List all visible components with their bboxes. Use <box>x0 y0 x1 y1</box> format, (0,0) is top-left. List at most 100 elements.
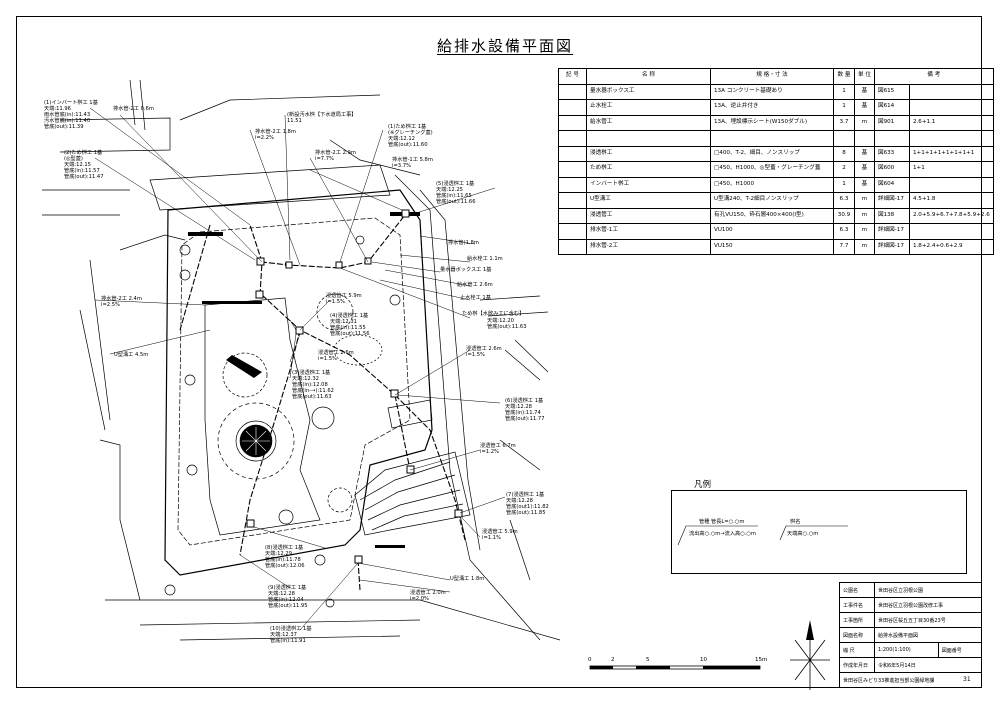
spec-cell-name: 排水管-1工 <box>586 223 711 240</box>
label-line: 管底(out):11.39 <box>44 124 84 131</box>
spec-cell-note: 2.0+5.9+6.7+7.8+5.9+2.6 <box>908 207 994 224</box>
label-line: 浸透管工 2.6m <box>466 346 502 352</box>
tb-key-site: 工事箇所 <box>839 612 875 628</box>
spec-cell-unit: 基 <box>854 145 875 162</box>
spec-cell-ref: 図614 <box>873 99 910 116</box>
label-line: i=1.5% <box>318 356 337 363</box>
label-line: 浸透管工 6.7m <box>480 443 516 449</box>
label-line: (◎型蓋) <box>64 156 83 163</box>
spec-cell-unit: m <box>854 238 875 255</box>
label-line: 管底(out):11.85 <box>506 510 546 517</box>
spec-cell-ref: 図138 <box>873 207 910 224</box>
spec-cell-name: 給水管工 <box>586 114 711 131</box>
tb-val-drawing: 給排水設備平面図 <box>874 627 982 643</box>
label-line: 管底(in):11.78 <box>265 557 301 564</box>
label-line: (新設汚水桝【下水道局工事】 <box>287 112 357 118</box>
label-line: (9)浸透桝工 1基 <box>268 585 307 591</box>
label-line: (6)浸透桝工 1基 <box>505 398 544 404</box>
spec-cell-unit: m <box>854 207 875 224</box>
spec-cell-spec <box>710 130 834 147</box>
spec-cell-name: インバート桝工 <box>586 176 711 193</box>
spec-cell-qty: 8 <box>833 145 855 162</box>
label-line: 汚水管底(in):11.40 <box>44 118 91 125</box>
label-l15: ため桝【水飲み工に含む】 <box>462 311 524 317</box>
spec-cell-mark <box>558 114 587 131</box>
label-line: (5)浸透桝工 1基 <box>436 181 475 187</box>
scale-tick-15: 15m <box>755 657 768 663</box>
spec-cell-qty: 6.3 <box>833 223 855 240</box>
spec-cell-qty: 7.7 <box>833 238 855 255</box>
label-line: 天端:12.20 <box>487 318 514 324</box>
label-line: 管底(in):11.74 <box>505 410 541 417</box>
label-l11: 給水栓工 1.1m <box>467 256 503 262</box>
legend-name-label: 桝名 <box>790 519 801 525</box>
spec-cell-spec: □450、H1000 <box>710 176 834 193</box>
label-l29: U型溝工 1.8m <box>450 576 484 582</box>
spec-cell-unit: 基 <box>854 83 875 100</box>
tb-key-park: 公園名 <box>839 582 875 598</box>
label-line: (4)浸透桝工 1基 <box>330 313 369 319</box>
spec-cell-spec: U型溝240、T-2細目ノンスリップ <box>710 192 834 209</box>
label-line: i=1.2% <box>480 449 499 456</box>
spec-cell-unit: m <box>854 192 875 209</box>
tb-val-date: 令和6年5月14日 <box>874 657 982 673</box>
label-line: 管底(out):11.63 <box>487 324 527 331</box>
tb-drawing-no: 図面番号 <box>937 642 983 658</box>
label-line: (2)ため桝工 1基 <box>64 150 103 156</box>
spec-cell-mark <box>558 145 587 162</box>
label-line: 管底(in):11.65 <box>436 193 472 200</box>
tb-key-drawing: 図面名称 <box>839 627 875 643</box>
tb-office: 世田谷区みどり33推進担当部公園緑地課 <box>839 672 982 688</box>
scale-tick-5: 5 <box>646 657 650 663</box>
label-line: 天端:12.12 <box>388 136 415 143</box>
label-line: 排水管-2工 2.4m <box>101 296 142 302</box>
spec-cell-spec: 13A コンクリート基礎あり <box>710 83 834 100</box>
spec-cell-mark <box>558 176 587 193</box>
col-header-qty: 数 量 <box>833 68 855 85</box>
tb-val-site: 世田谷区桜丘五丁目30番23号 <box>874 612 982 628</box>
label-line: 管底(out):11.47 <box>64 174 104 181</box>
spec-cell-spec: 有孔VU150、砕石層400×400(I型) <box>710 207 834 224</box>
col-header-unit: 単 位 <box>854 68 875 85</box>
spec-cell-unit: m <box>854 114 875 131</box>
spec-cell-qty <box>833 130 855 147</box>
spec-cell-note: 1.8+2.4+0.6+2.9 <box>908 238 994 255</box>
label-line: i=1.5% <box>466 352 485 359</box>
label-line: 管底(out):11.95 <box>268 603 308 610</box>
label-line: 天端:11.96 <box>44 106 71 113</box>
scale-tick-10: 10 <box>700 657 707 663</box>
spec-cell-ref: 図604 <box>873 176 910 193</box>
label-line: 浸透管工 5.9m <box>482 529 518 535</box>
label-line: 管底(out):11.77 <box>505 416 545 423</box>
spec-cell-ref: 詳細図-17 <box>873 223 910 240</box>
spec-cell-spec: 13A、埋設標示シート(W150ダブル) <box>710 114 834 131</box>
spec-cell-name: ため桝工 <box>586 161 711 178</box>
label-line: 排水管-2工 0.6m <box>113 106 154 112</box>
spec-cell-spec: □400、T-2、細目、ノンスリップ <box>710 145 834 162</box>
spec-cell-ref: 図615 <box>873 83 910 100</box>
label-line: (8)浸透桝工 1基 <box>265 545 304 551</box>
label-line: 雨水管底(in):11.43 <box>44 112 91 119</box>
label-l4: (新設汚水桝【下水道局工事】11.51 <box>287 112 356 124</box>
spec-cell-note <box>908 176 994 193</box>
spec-cell-mark <box>558 223 587 240</box>
label-line: U型溝工 4.5m <box>114 352 149 358</box>
spec-cell-note <box>908 99 994 116</box>
label-line: (排水管)1.8m <box>446 240 479 246</box>
label-line: 給水管工 2.6m <box>457 282 493 288</box>
